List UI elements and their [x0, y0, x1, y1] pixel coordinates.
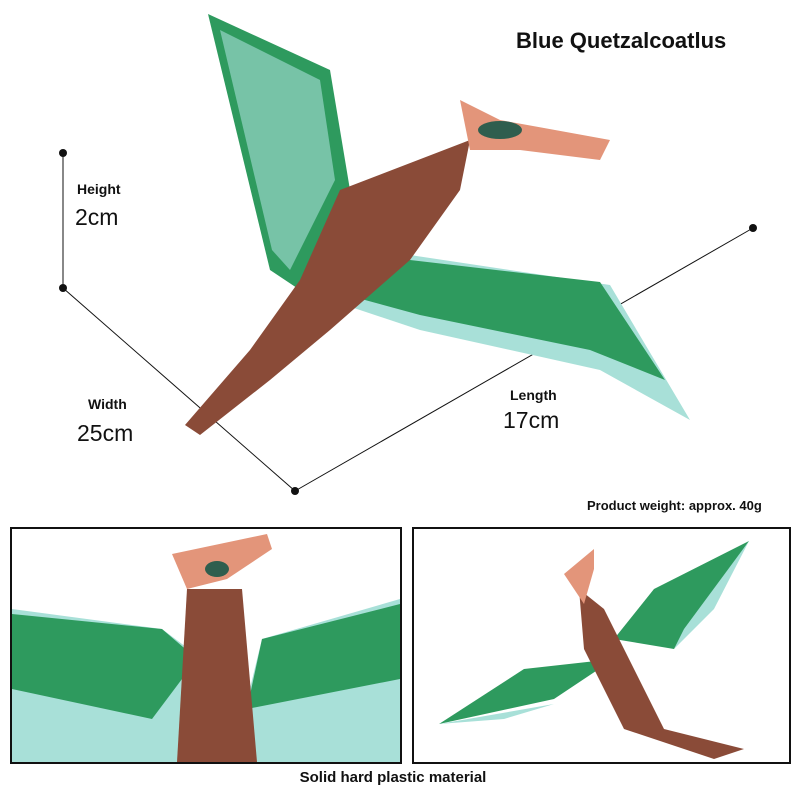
product-title: Blue Quetzalcoatlus	[516, 28, 727, 53]
product-weight: Product weight: approx. 40g	[587, 498, 762, 513]
side-view-illustration	[439, 541, 749, 759]
width-value: 25cm	[77, 420, 134, 446]
dimension-dots	[59, 149, 757, 495]
height-label: Height	[77, 181, 121, 197]
material-caption: Solid hard plastic material	[299, 769, 487, 786]
width-label: Width	[88, 396, 127, 412]
pterosaur-figure	[185, 14, 690, 435]
front-view-photo	[10, 527, 402, 764]
front-view-illustration	[12, 534, 400, 762]
length-value: 17cm	[503, 407, 560, 433]
height-value: 2cm	[75, 204, 119, 230]
dimension-lines	[62, 153, 754, 492]
side-view-photo	[412, 527, 791, 764]
length-label: Length	[510, 387, 557, 403]
